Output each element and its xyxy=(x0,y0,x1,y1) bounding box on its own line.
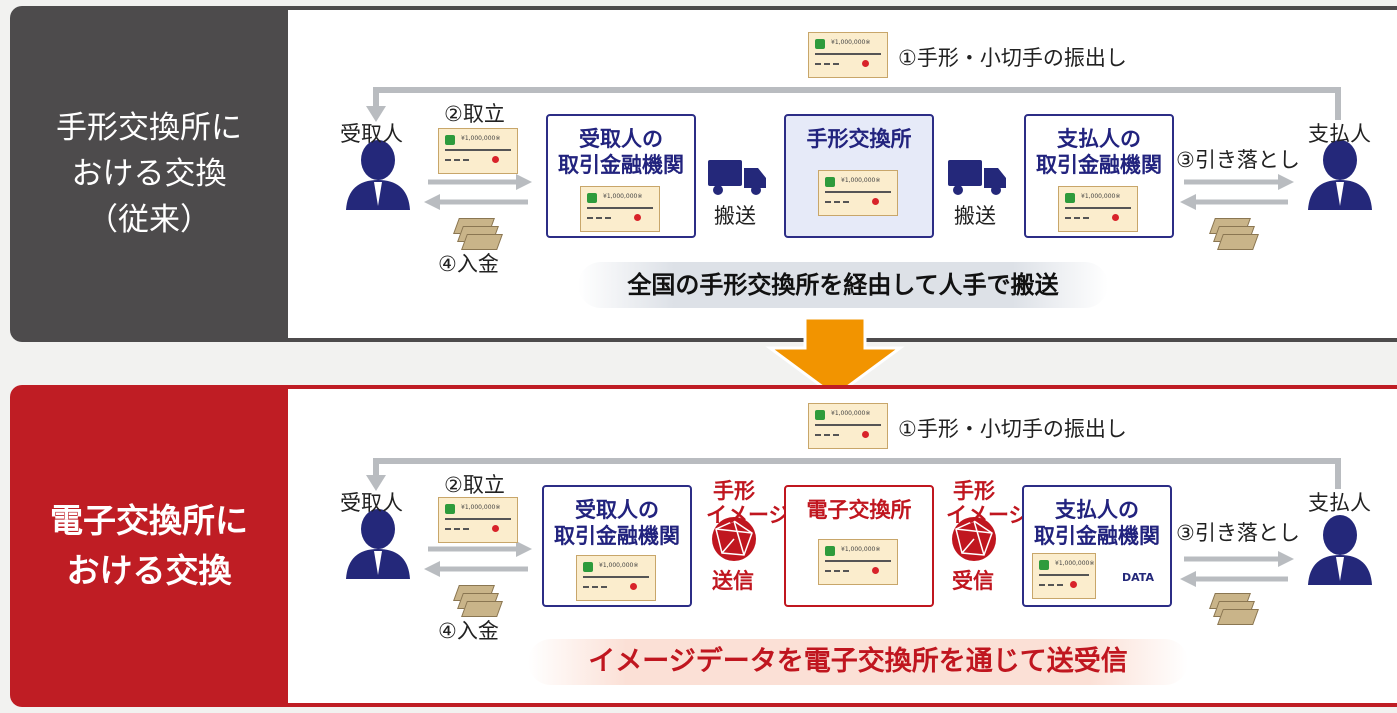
cheque-icon: ¥1,000,000※ xyxy=(438,497,518,543)
image-label-line: 手形 xyxy=(713,479,755,503)
payer-bank-box: 支払人の 取引金融機関 ¥1,000,000※ xyxy=(1024,114,1174,238)
side-line: 電子交換所に xyxy=(50,501,248,540)
collect-arrow-head xyxy=(516,541,532,557)
return-arrow-head xyxy=(366,475,386,491)
receiver-label: 受取人 xyxy=(340,491,403,515)
traditional-flow-area: ¥1,000,000※ ①手形・小切手の振出し 受取人 支払人 ②取立 ¥1,0… xyxy=(288,10,1397,338)
transport-label: 搬送 xyxy=(714,204,756,228)
box-title: 受取人の xyxy=(579,127,663,151)
box-title: 支払人の xyxy=(1055,498,1139,522)
receive-label: 受信 xyxy=(952,569,994,593)
cheque-icon: ¥1,000,000※ xyxy=(1032,553,1096,599)
step2-label: ②取立 xyxy=(444,102,505,126)
cheque-icon: ¥1,000,000※ xyxy=(808,32,888,78)
cheque-icon: ¥1,000,000※ xyxy=(580,186,660,232)
cheque-icon: ¥1,000,000※ xyxy=(818,170,898,216)
receiver-person-icon xyxy=(346,140,410,210)
money-icon xyxy=(1209,218,1259,250)
traditional-exchange-panel: 手形交換所に おける交換 （従来） xyxy=(10,6,1397,342)
cheque-icon: ¥1,000,000※ xyxy=(1058,186,1138,232)
receiver-person-icon xyxy=(346,509,410,579)
down-arrow xyxy=(765,318,905,398)
network-globe-icon xyxy=(712,517,756,561)
return-arrow-head xyxy=(366,106,386,122)
payer-person-icon xyxy=(1308,515,1372,585)
cheque-icon: ¥1,000,000※ xyxy=(438,128,518,174)
return-arrow-line xyxy=(373,87,1341,120)
side-line: （従来） xyxy=(87,202,211,238)
box-title: 取引金融機関 xyxy=(1036,153,1162,177)
electronic-clearing-box: 電子交換所 ¥1,000,000※ xyxy=(784,485,934,607)
traditional-banner: 全国の手形交換所を経由して人手で搬送 xyxy=(578,262,1108,308)
data-label: DATA xyxy=(1122,571,1154,584)
box-title: 取引金融機関 xyxy=(558,153,684,177)
payer-label: 支払人 xyxy=(1308,491,1371,515)
box-title: 取引金融機関 xyxy=(1034,524,1160,548)
image-label: 手形 イメージ xyxy=(946,479,1030,527)
return-arrow-line xyxy=(373,458,1341,489)
receiver-bank-box: 受取人の 取引金融機関 ¥1,000,000※ xyxy=(546,114,696,238)
electronic-flow-area: ¥1,000,000※ ①手形・小切手の振出し 受取人 支払人 ②取立 ¥1,0… xyxy=(288,389,1397,703)
step4-label: ④入金 xyxy=(438,619,499,643)
payer-bank-box: 支払人の 取引金融機関 ¥1,000,000※ DATA xyxy=(1022,485,1172,607)
money-icon xyxy=(1209,593,1259,625)
side-line: おける交換 xyxy=(71,156,227,192)
image-label-line: イメージ xyxy=(706,503,790,527)
step2-label: ②取立 xyxy=(444,473,505,497)
return-money-arrow-head xyxy=(1180,194,1196,210)
cheque-icon: ¥1,000,000※ xyxy=(818,539,898,585)
image-label: 手形 イメージ xyxy=(706,479,790,527)
traditional-side-label: 手形交換所に おける交換 （従来） xyxy=(10,6,288,342)
return-money-arrow-head xyxy=(1180,571,1196,587)
image-label-line: 手形 xyxy=(953,479,995,503)
side-line: おける交換 xyxy=(66,551,232,590)
money-icon xyxy=(453,218,503,250)
electronic-side-label: 電子交換所に おける交換 xyxy=(10,385,288,707)
cheque-icon: ¥1,000,000※ xyxy=(808,403,888,449)
network-globe-icon xyxy=(952,517,996,561)
collect-arrow-head xyxy=(516,174,532,190)
cheque-icon: ¥1,000,000※ xyxy=(576,555,656,601)
step1-label: ①手形・小切手の振出し xyxy=(898,417,1127,441)
deposit-arrow-head xyxy=(424,561,440,577)
truck-icon xyxy=(708,160,766,195)
box-title: 支払人の xyxy=(1057,127,1141,151)
deposit-arrow-head xyxy=(424,194,440,210)
debit-arrow-head xyxy=(1278,551,1294,567)
clearing-house-box: 手形交換所 ¥1,000,000※ xyxy=(784,114,934,238)
side-line: 手形交換所に xyxy=(56,110,242,146)
payer-person-icon xyxy=(1308,140,1372,210)
box-title: 取引金融機関 xyxy=(554,524,680,548)
receiver-bank-box: 受取人の 取引金融機関 ¥1,000,000※ xyxy=(542,485,692,607)
step4-label: ④入金 xyxy=(438,252,499,276)
receiver-label: 受取人 xyxy=(340,122,403,146)
box-title: 受取人の xyxy=(575,498,659,522)
send-label: 送信 xyxy=(712,569,754,593)
step3-label: ③引き落とし xyxy=(1176,148,1300,172)
transport-label: 搬送 xyxy=(954,204,996,228)
payer-label: 支払人 xyxy=(1308,122,1371,146)
electronic-exchange-panel: 電子交換所に おける交換 xyxy=(10,385,1397,707)
truck-icon xyxy=(948,160,1006,195)
money-icon xyxy=(453,585,503,617)
step1-label: ①手形・小切手の振出し xyxy=(898,46,1127,70)
debit-arrow-head xyxy=(1278,174,1294,190)
electronic-banner: イメージデータを電子交換所を通じて送受信 xyxy=(528,639,1188,685)
step3-label: ③引き落とし xyxy=(1176,521,1300,545)
image-label-line: イメージ xyxy=(946,503,1030,527)
traditional-arrows xyxy=(346,87,1372,210)
box-title: 電子交換所 xyxy=(806,498,912,522)
box-title: 手形交換所 xyxy=(806,127,912,151)
